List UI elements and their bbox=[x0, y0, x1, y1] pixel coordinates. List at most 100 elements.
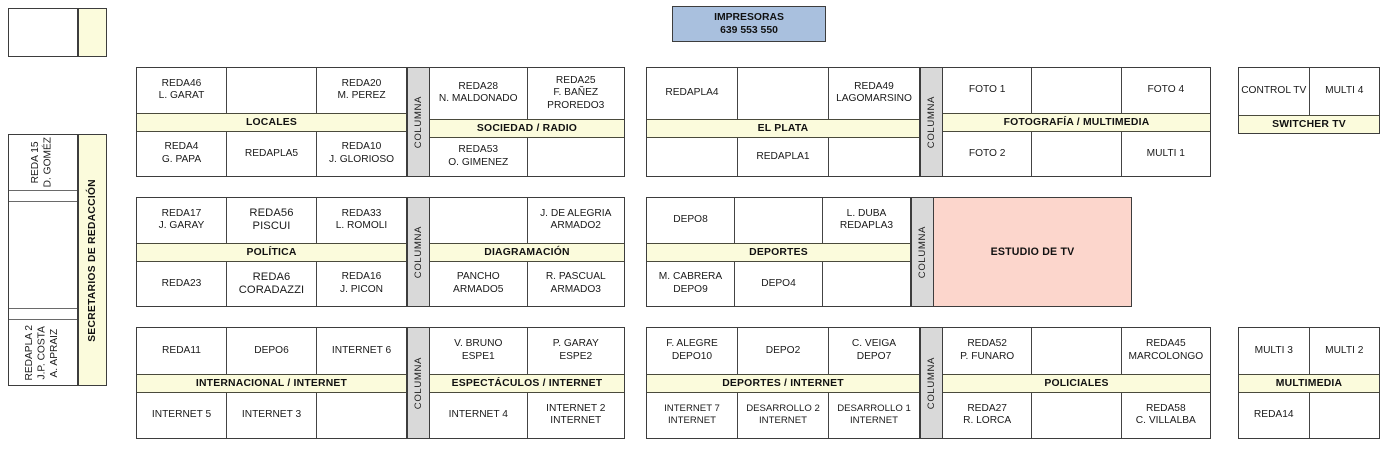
band-politica: POLÍTICA bbox=[137, 242, 406, 262]
desk-row-top: REDA11 DEPO6 INTERNET 6 bbox=[137, 328, 406, 374]
secretarios-label: SECRETARIOS DE REDACCIÓN bbox=[87, 178, 98, 342]
desk-cell[interactable]: DEPO6 bbox=[227, 328, 317, 374]
columna-strip: COLUMNA bbox=[920, 327, 943, 439]
desk-cell[interactable] bbox=[1032, 328, 1122, 374]
desk-cell[interactable] bbox=[735, 198, 823, 243]
desk-cell[interactable]: FOTO 2 bbox=[943, 131, 1033, 176]
desk-cell[interactable]: MULTI 3 bbox=[1239, 328, 1310, 374]
desk-cell[interactable] bbox=[1032, 392, 1122, 438]
desk-cell[interactable]: J. DE ALEGRIA ARMADO2 bbox=[527, 198, 624, 243]
list-item bbox=[9, 309, 77, 320]
desk-cell[interactable]: REDA46 L. GARAT bbox=[137, 68, 227, 113]
desk-cell[interactable]: MULTI 4 bbox=[1309, 68, 1379, 115]
row-2-center-group: DEPO8 L. DUBA REDAPLA3 DEPORTES M. CABRE… bbox=[646, 197, 1132, 307]
desk-cell[interactable]: REDA23 bbox=[137, 261, 227, 306]
desk-cell[interactable] bbox=[1309, 392, 1379, 438]
desk-cell[interactable]: REDA16 J. PICON bbox=[317, 261, 406, 306]
desk-cell[interactable]: REDA28 N. MALDONADO bbox=[430, 68, 528, 119]
band-deportes: DEPORTES bbox=[647, 242, 910, 262]
desk-cell[interactable]: P. GARAY ESPE2 bbox=[527, 328, 624, 374]
desk-cell[interactable]: MULTI 1 bbox=[1121, 131, 1210, 176]
desk-cell[interactable]: REDA27 R. LORCA bbox=[943, 392, 1033, 438]
desk-row-top: REDA52 P. FUNARO REDA45 MARCOLONGO bbox=[943, 328, 1210, 374]
columna-label: COLUMNA bbox=[413, 95, 424, 149]
desk-cell[interactable]: DEPO4 bbox=[735, 261, 823, 306]
band-switcher-tv: SWITCHER TV bbox=[1239, 115, 1379, 133]
desk-row-top: J. DE ALEGRIA ARMADO2 bbox=[430, 198, 624, 243]
desk-cell[interactable]: C. VEIGA DEPO7 bbox=[829, 328, 919, 374]
desk-cell[interactable]: REDA53 O. GIMENEZ bbox=[430, 137, 528, 176]
block-sociedad-radio: REDA28 N. MALDONADO REDA25 F. BAÑEZ PROR… bbox=[430, 67, 625, 177]
desk-cell[interactable]: CONTROL TV bbox=[1239, 68, 1310, 115]
desk-cell[interactable]: MULTI 2 bbox=[1309, 328, 1379, 374]
row-1-center-group: REDAPLA4 REDA49 LAGOMARSINO EL PLATA RED… bbox=[646, 67, 1211, 177]
columna-strip: COLUMNA bbox=[407, 327, 430, 439]
desk-cell[interactable]: REDA45 MARCOLONGO bbox=[1121, 328, 1210, 374]
desk-cell[interactable]: INTERNET 2 INTERNET bbox=[527, 392, 624, 438]
desk-cell[interactable] bbox=[1032, 131, 1122, 176]
columna-label: COLUMNA bbox=[917, 225, 928, 279]
desk-cell[interactable]: REDA11 bbox=[137, 328, 227, 374]
desk-cell[interactable] bbox=[1032, 68, 1122, 113]
desk-cell[interactable]: DESARROLLO 1 INTERNET bbox=[829, 392, 919, 438]
desk-cell[interactable] bbox=[430, 198, 528, 243]
desk-cell[interactable]: INTERNET 5 bbox=[137, 392, 227, 438]
desk-row-bottom: REDAPLA1 bbox=[647, 137, 919, 176]
desk-cell[interactable]: PANCHO ARMADO5 bbox=[430, 261, 528, 306]
desk-cell[interactable] bbox=[823, 261, 910, 306]
secretarios-de-redaccion-strip: SECRETARIOS DE REDACCIÓN bbox=[78, 134, 107, 386]
row-2-left-group: REDA17 J. GARAY REDA56 PISCUI REDA33 L. … bbox=[136, 197, 625, 307]
desk-cell[interactable]: INTERNET 3 bbox=[227, 392, 317, 438]
block-locales: REDA46 L. GARAT REDA20 M. PEREZ LOCALES … bbox=[136, 67, 407, 177]
desk-row-bottom: M. CABRERA DEPO9 DEPO4 bbox=[647, 261, 910, 306]
desk-cell[interactable] bbox=[317, 392, 406, 438]
desk-cell[interactable]: REDA52 P. FUNARO bbox=[943, 328, 1033, 374]
desk-row-top: MULTI 3 MULTI 2 bbox=[1239, 328, 1379, 374]
desk-row-bottom: REDA53 O. GIMENEZ bbox=[430, 137, 624, 176]
desk-cell[interactable]: REDA58 C. VILLALBA bbox=[1121, 392, 1210, 438]
block-estudio-de-tv: ESTUDIO DE TV bbox=[934, 197, 1132, 307]
desk-row-top: V. BRUNO ESPE1 P. GARAY ESPE2 bbox=[430, 328, 624, 374]
desk-cell[interactable]: V. BRUNO ESPE1 bbox=[430, 328, 528, 374]
desk-cell[interactable]: FOTO 4 bbox=[1121, 68, 1210, 113]
desk-cell[interactable]: L. DUBA REDAPLA3 bbox=[823, 198, 910, 243]
desk-row-bottom: REDA27 R. LORCA REDA58 C. VILLALBA bbox=[943, 392, 1210, 438]
desk-cell[interactable]: REDA6 CORADAZZI bbox=[227, 261, 317, 306]
estudio-de-tv-label: ESTUDIO DE TV bbox=[990, 246, 1075, 258]
desk-cell[interactable]: REDA56 PISCUI bbox=[227, 198, 317, 243]
desk-cell[interactable]: R. PASCUAL ARMADO3 bbox=[527, 261, 624, 306]
desk-cell[interactable]: F. ALEGRE DEPO10 bbox=[647, 328, 738, 374]
desk-cell[interactable] bbox=[829, 137, 919, 176]
desk-cell[interactable]: REDA33 L. ROMOLI bbox=[317, 198, 406, 243]
desk-cell[interactable]: REDA49 LAGOMARSINO bbox=[829, 68, 919, 119]
desk-cell[interactable]: INTERNET 6 bbox=[317, 328, 406, 374]
desk-cell[interactable]: REDA10 J. GLORIOSO bbox=[317, 131, 406, 176]
desk-cell[interactable] bbox=[738, 68, 829, 119]
desk-row-bottom: INTERNET 4 INTERNET 2 INTERNET bbox=[430, 392, 624, 438]
band-multimedia: MULTIMEDIA bbox=[1239, 373, 1379, 393]
band-deportes-internet: DEPORTES / INTERNET bbox=[647, 373, 919, 393]
block-multimedia: MULTI 3 MULTI 2 MULTIMEDIA REDA14 bbox=[1238, 327, 1380, 439]
desk-cell[interactable]: INTERNET 4 bbox=[430, 392, 528, 438]
desk-cell[interactable] bbox=[647, 137, 738, 176]
desk-cell[interactable]: REDAPLA5 bbox=[227, 131, 317, 176]
desk-cell[interactable]: DEPO8 bbox=[647, 198, 735, 243]
desk-cell[interactable]: DESARROLLO 2 INTERNET bbox=[738, 392, 829, 438]
desk-cell[interactable]: FOTO 1 bbox=[943, 68, 1033, 113]
desk-cell[interactable]: DEPO2 bbox=[738, 328, 829, 374]
desk-row-top: REDAPLA4 REDA49 LAGOMARSINO bbox=[647, 68, 919, 119]
desk-cell[interactable]: REDA14 bbox=[1239, 392, 1310, 438]
desk-cell[interactable]: REDA20 M. PEREZ bbox=[317, 68, 406, 113]
desk-cell[interactable]: REDA25 F. BAÑEZ PROREDO3 bbox=[527, 68, 624, 119]
desk-cell[interactable]: REDAPLA4 bbox=[647, 68, 738, 119]
desk-cell[interactable]: REDA4 G. PAPA bbox=[137, 131, 227, 176]
desk-cell[interactable] bbox=[227, 68, 317, 113]
desk-cell[interactable]: INTERNET 7 INTERNET bbox=[647, 392, 738, 438]
desk-cell[interactable] bbox=[527, 137, 624, 176]
desk-cell[interactable]: M. CABRERA DEPO9 bbox=[647, 261, 735, 306]
printers-title: IMPRESORAS bbox=[714, 12, 784, 23]
band-locales: LOCALES bbox=[137, 112, 406, 132]
desk-cell[interactable]: REDA17 J. GARAY bbox=[137, 198, 227, 243]
desk-cell[interactable]: REDAPLA1 bbox=[738, 137, 829, 176]
band-espectaculos-internet: ESPECTÁCULOS / INTERNET bbox=[430, 373, 624, 393]
